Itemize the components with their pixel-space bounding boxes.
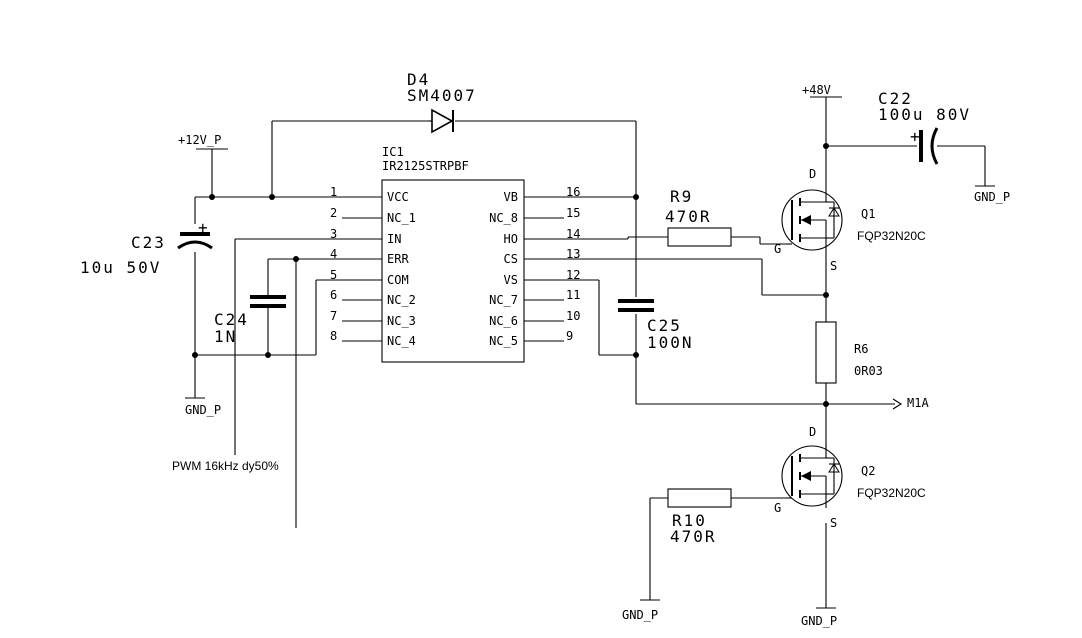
ground-symbol: GND_P <box>622 599 660 622</box>
ground-label: GND_P <box>185 403 221 417</box>
pin-number: 3 <box>330 227 337 241</box>
ic1-right-pin-numbers: 16 15 14 13 12 11 10 9 <box>566 185 580 343</box>
pin-name: NC_2 <box>387 293 416 307</box>
pin-number: 10 <box>566 309 580 323</box>
ground-symbol: GND_P <box>185 397 221 417</box>
q1-ref: Q1 <box>861 207 875 221</box>
resistor-r10: R10 470R <box>667 488 732 546</box>
q2-drain-label: D <box>809 425 816 439</box>
c24-value: 1N <box>214 327 237 346</box>
c23-ref: C23 <box>131 233 166 252</box>
capacitor-c23: + C23 10u 50V <box>80 218 213 277</box>
pin-name: VCC <box>387 190 409 204</box>
q2-gate-label: G <box>774 501 781 515</box>
pin-name: NC_1 <box>387 211 416 225</box>
d4-value: SM4007 <box>407 86 477 105</box>
pin-number: 15 <box>566 206 580 220</box>
q2-ref: Q2 <box>861 464 875 478</box>
q1-source-label: S <box>830 259 837 273</box>
r10-value: 470R <box>670 527 717 546</box>
c24-ref: C24 <box>214 310 249 329</box>
pwm-input-label: PWM 16kHz dy50% <box>172 459 279 473</box>
q2-part: FQP32N20C <box>857 486 926 500</box>
pin-name: COM <box>387 273 409 287</box>
pin-number: 9 <box>566 329 573 343</box>
pin-name: CS <box>504 252 518 266</box>
ic1-part: IR2125STRPBF <box>382 159 469 173</box>
pin-name: VB <box>504 190 518 204</box>
junction-dots <box>192 143 829 407</box>
wires <box>194 97 986 608</box>
pin-number: 7 <box>330 309 337 323</box>
diode-d4: D4 SM4007 <box>407 70 477 134</box>
r6-value: 0R03 <box>854 364 883 378</box>
diode-symbol <box>431 108 454 134</box>
pin-number: 14 <box>566 227 580 241</box>
pin-name: VS <box>504 273 518 287</box>
ic1-left-pin-numbers: 1 2 3 4 5 6 7 8 <box>330 185 337 343</box>
q1-gate-label: G <box>774 242 781 256</box>
pin-name: IN <box>387 232 401 246</box>
polarity-plus-icon: + <box>198 218 210 237</box>
r6-ref: R6 <box>854 342 868 356</box>
pin-number: 11 <box>566 288 580 302</box>
capacitor-c24: C24 1N <box>214 295 286 346</box>
c23-value: 10u 50V <box>80 258 161 277</box>
pin-number: 12 <box>566 268 580 282</box>
c22-ref: C22 <box>878 89 913 108</box>
m1a-output: M1A <box>892 396 929 410</box>
ic1-ref: IC1 <box>382 145 404 159</box>
c25-value: 100N <box>647 333 694 352</box>
pin-number: 16 <box>566 185 580 199</box>
ground-symbol: GND_P <box>974 185 1010 204</box>
power-48v: +48V <box>802 83 842 98</box>
pin-number: 8 <box>330 329 337 343</box>
capacitor-c25: C25 100N <box>618 299 694 352</box>
capacitor-c22: + C22 100u 80V <box>878 89 971 165</box>
pin-number: 6 <box>330 288 337 302</box>
q1-part: FQP32N20C <box>857 229 926 243</box>
arrow-right-icon <box>892 398 903 410</box>
pin-name: HO <box>504 232 518 246</box>
pin-number: 1 <box>330 185 337 199</box>
q2-source-label: S <box>830 516 837 530</box>
ground-label: GND_P <box>622 608 658 622</box>
ic1-component: IC1 IR2125STRPBF 1 2 3 4 5 6 7 8 VCC NC_… <box>330 145 580 363</box>
ic1-body <box>381 179 525 363</box>
pin-name: NC_7 <box>489 293 518 307</box>
resistor-r9: R9 470R <box>665 187 732 247</box>
m1a-label: M1A <box>907 396 929 410</box>
pin-number: 13 <box>566 247 580 261</box>
pin-number: 4 <box>330 247 337 261</box>
pin-name: ERR <box>387 252 409 266</box>
resistor-r6: R6 0R03 <box>815 321 883 384</box>
c22-value: 100u 80V <box>878 105 971 124</box>
pin-name: NC_4 <box>387 334 416 348</box>
pin-name: NC_3 <box>387 314 416 328</box>
ground-symbol: GND_P <box>801 607 837 628</box>
mosfet-q1: D G S Q1 FQP32N20C <box>774 167 926 273</box>
ic1-left-pin-names: VCC NC_1 IN ERR COM NC_2 NC_3 NC_4 <box>387 190 416 348</box>
d4-ref: D4 <box>407 70 430 89</box>
ground-label: GND_P <box>974 190 1010 204</box>
power-12v: +12V_P <box>178 133 228 150</box>
pin-number: 5 <box>330 268 337 282</box>
net-48v-label: +48V <box>802 83 831 97</box>
pin-name: NC_5 <box>489 334 518 348</box>
q1-drain-label: D <box>809 167 816 181</box>
pin-name: NC_6 <box>489 314 518 328</box>
r10-ref: R10 <box>672 511 707 530</box>
ic1-right-pin-names: VB NC_8 HO CS VS NC_7 NC_6 NC_5 <box>489 190 518 348</box>
r9-ref: R9 <box>670 187 693 206</box>
net-12v-label: +12V_P <box>178 133 221 147</box>
polarity-plus-icon: + <box>910 127 922 146</box>
r9-value: 470R <box>665 207 712 226</box>
c25-ref: C25 <box>647 316 682 335</box>
pin-name: NC_8 <box>489 211 518 225</box>
ground-label: GND_P <box>801 614 837 628</box>
mosfet-q2: D G S Q2 FQP32N20C <box>774 425 926 530</box>
pin-number: 2 <box>330 206 337 220</box>
